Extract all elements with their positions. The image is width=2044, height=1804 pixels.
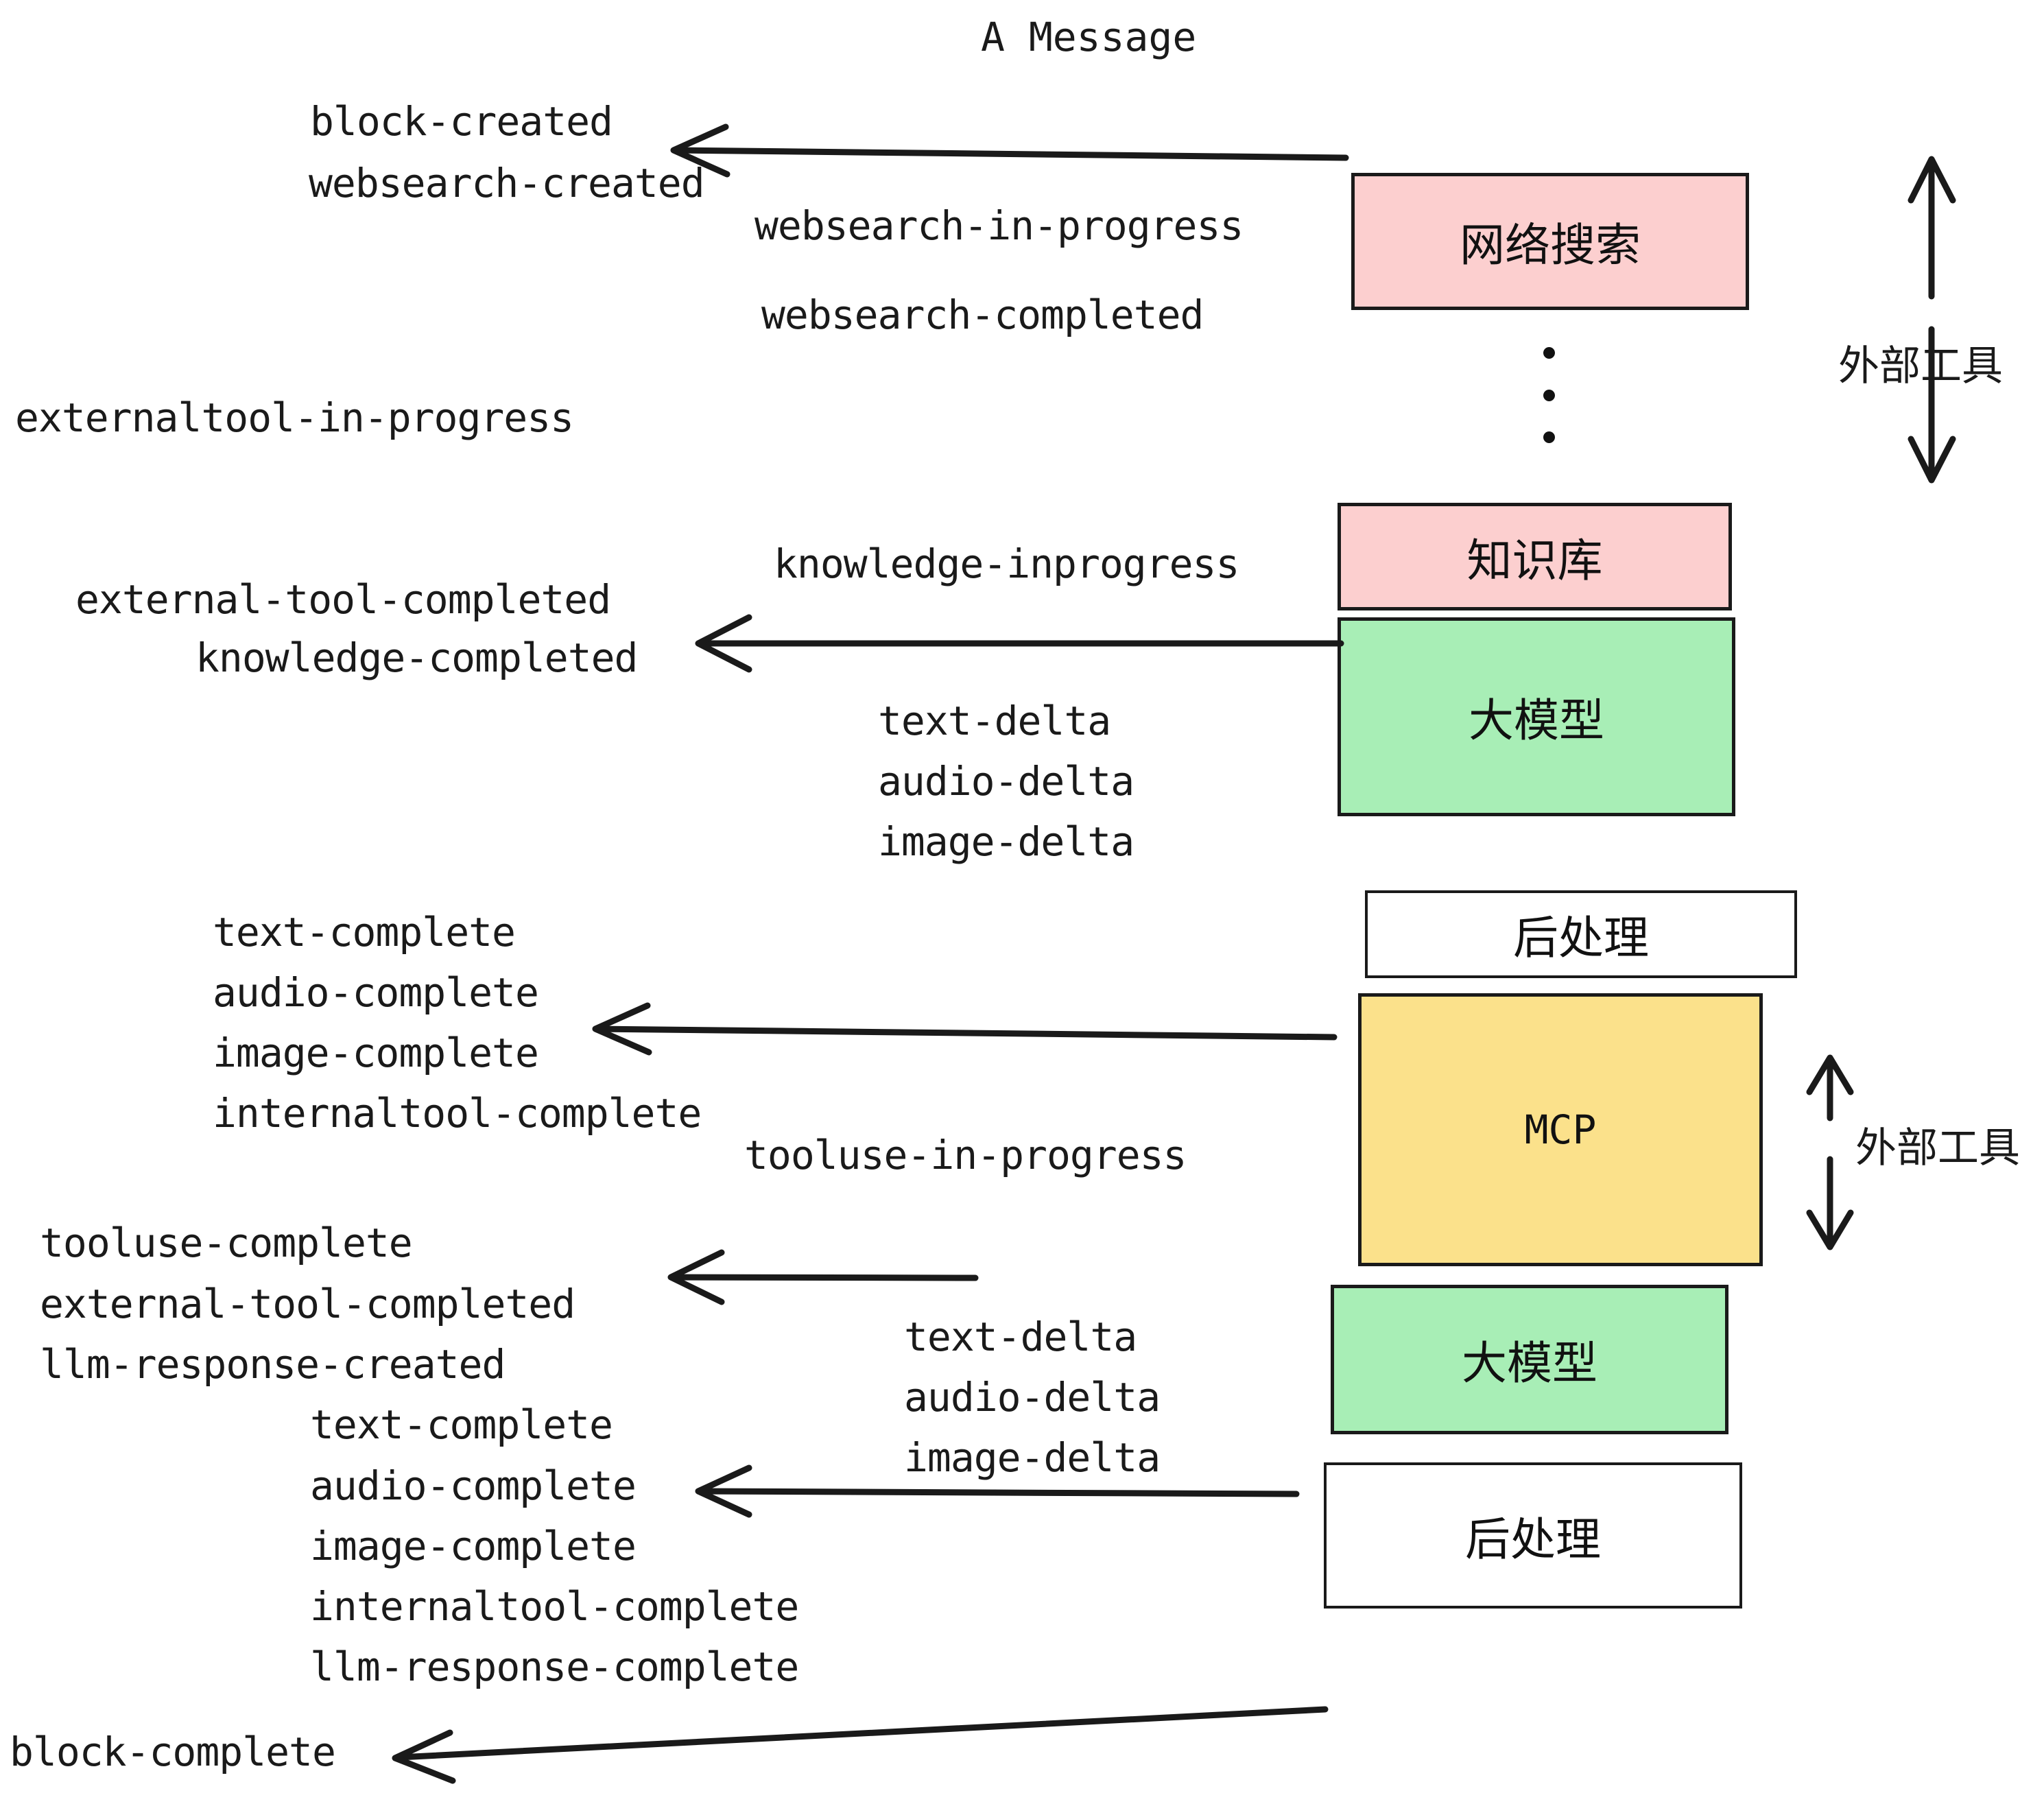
event-tooluse-complete: tooluse-complete: [40, 1220, 413, 1266]
page-title: A Message: [981, 14, 1197, 60]
external-tools-range-arrow-top: [1908, 156, 1956, 484]
event-image-complete-2: image-complete: [310, 1523, 637, 1569]
node-postprocess-first-label: 后处理: [1513, 912, 1649, 964]
node-knowledge-label: 知识库: [1466, 534, 1603, 587]
event-internaltool-complete-2: internaltool-complete: [310, 1583, 799, 1630]
node-websearch[interactable]: 网络搜索: [1351, 173, 1749, 310]
event-tooluse-in-progress: tooluse-in-progress: [744, 1132, 1187, 1178]
node-postprocess-second[interactable]: 后处理: [1324, 1462, 1742, 1609]
event-audio-complete-2: audio-complete: [310, 1462, 637, 1509]
node-llm-first[interactable]: 大模型: [1338, 617, 1735, 816]
external-tools-range-arrow-bottom: [1806, 1054, 1854, 1250]
node-llm-first-label: 大模型: [1469, 694, 1604, 747]
event-audio-delta-1: audio-delta: [878, 758, 1134, 805]
node-llm-second[interactable]: 大模型: [1331, 1285, 1728, 1434]
event-websearch-created: websearch-created: [309, 160, 705, 206]
arrow-websearch-to-block-created: [670, 123, 1349, 178]
event-block-complete: block-complete: [10, 1729, 336, 1775]
event-external-tool-completed-1: external-tool-completed: [75, 576, 611, 623]
event-knowledge-completed: knowledge-completed: [195, 634, 638, 681]
event-llm-response-complete: llm-response-complete: [310, 1643, 799, 1690]
event-text-delta-2: text-delta: [904, 1314, 1137, 1360]
node-postprocess-second-label: 后处理: [1465, 1512, 1601, 1566]
external-tools-label-top: 外部工具: [1838, 342, 2003, 390]
event-text-complete-1: text-complete: [213, 909, 516, 956]
event-block-created: block-created: [310, 98, 613, 145]
event-external-tool-completed-2: external-tool-completed: [40, 1281, 575, 1327]
external-tools-label-bottom: 外部工具: [1855, 1124, 2020, 1172]
event-image-complete-1: image-complete: [213, 1030, 539, 1076]
event-text-complete-2: text-complete: [310, 1401, 613, 1448]
vertical-ellipsis: [1542, 347, 1556, 443]
node-websearch-label: 网络搜索: [1460, 219, 1641, 272]
node-llm-second-label: 大模型: [1462, 1337, 1597, 1390]
node-mcp-label: MCP: [1524, 1106, 1597, 1153]
event-text-delta-1: text-delta: [878, 698, 1111, 744]
event-internaltool-complete-1: internaltool-complete: [213, 1090, 702, 1137]
arrow-llm-to-knowledge-completed: [695, 614, 1344, 673]
event-audio-complete-1: audio-complete: [213, 969, 539, 1016]
node-knowledge[interactable]: 知识库: [1338, 503, 1732, 610]
arrow-mcp-to-tooluse-complete: [667, 1249, 979, 1305]
event-audio-delta-2: audio-delta: [904, 1374, 1161, 1421]
arrow-postprocess-to-block-complete: [392, 1706, 1329, 1784]
event-websearch-completed: websearch-completed: [761, 292, 1204, 338]
event-websearch-in-progress: websearch-in-progress: [754, 202, 1244, 249]
arrow-mcp-to-image-complete: [592, 1002, 1338, 1056]
node-postprocess-first[interactable]: 后处理: [1365, 890, 1797, 978]
event-llm-response-created: llm-response-created: [40, 1341, 506, 1388]
event-knowledge-inprogress: knowledge-inprogress: [774, 541, 1239, 587]
event-image-delta-1: image-delta: [878, 818, 1134, 865]
event-image-delta-2: image-delta: [904, 1434, 1161, 1481]
event-externaltool-in-progress: externaltool-in-progress: [15, 394, 574, 441]
node-mcp[interactable]: MCP: [1358, 993, 1763, 1266]
